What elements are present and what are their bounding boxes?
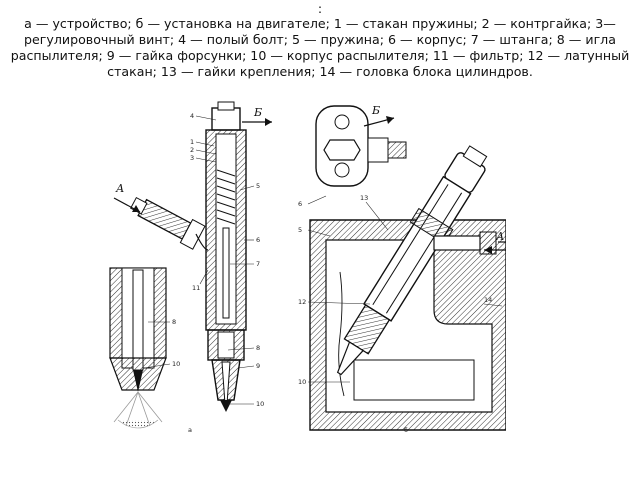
detail-callout-10: 10	[172, 360, 180, 368]
callout-a-3: 3	[190, 154, 194, 162]
label-arrow-A: А	[115, 182, 124, 195]
injector-section-a: 4 1 2 3 5 6 7 8 9 10 11 А Б	[113, 101, 272, 412]
label-arrow-B-2: Б	[371, 104, 380, 117]
callout-a-6: 6	[256, 236, 260, 244]
installation-section-b: 6 13 5 12 14 10 Б А	[298, 104, 506, 431]
figure-caption: : а — устройство; б — установка на двига…	[8, 2, 632, 80]
callout-b-5: 5	[298, 226, 302, 234]
label-arrow-B: Б	[253, 106, 262, 119]
callout-a-7: 7	[256, 260, 260, 268]
sublabel-b: б	[404, 426, 408, 434]
sublabel-a: а	[188, 426, 192, 434]
slanted-injector	[336, 145, 488, 376]
clamp-bracket	[315, 105, 407, 187]
callout-b-14: 14	[484, 296, 492, 304]
detail-callout-8: 8	[172, 318, 176, 326]
label-arrow-A-2: А	[495, 230, 504, 243]
arrow-a-icon	[113, 197, 141, 213]
callout-b-10: 10	[298, 378, 306, 386]
arrow-b-icon	[242, 118, 272, 126]
caption-prefix: :	[317, 1, 323, 16]
callout-a-5: 5	[256, 182, 260, 190]
callout-a-1: 1	[190, 138, 194, 146]
callout-a-10: 10	[256, 400, 264, 408]
injector-illustration: 4 1 2 3 5 6 7 8 9 10 11 А Б	[104, 100, 506, 434]
callout-a-8: 8	[256, 344, 260, 352]
injector-drawing: 4 1 2 3 5 6 7 8 9 10 11 А Б	[109, 101, 506, 434]
arrow-b2-icon	[363, 116, 395, 127]
callout-a-4: 4	[190, 112, 194, 120]
arrow-a2-icon	[484, 246, 506, 254]
caption-text: а — устройство; б — установка на двигате…	[10, 16, 630, 79]
callout-b-6: 6	[298, 200, 302, 208]
callout-b-12: 12	[298, 298, 306, 306]
nozzle-detail: 8 10	[109, 267, 180, 429]
callout-b-13: 13	[360, 194, 368, 202]
callout-a-9: 9	[256, 362, 260, 370]
callout-a-11: 11	[192, 284, 200, 292]
callout-a-2: 2	[190, 146, 194, 154]
